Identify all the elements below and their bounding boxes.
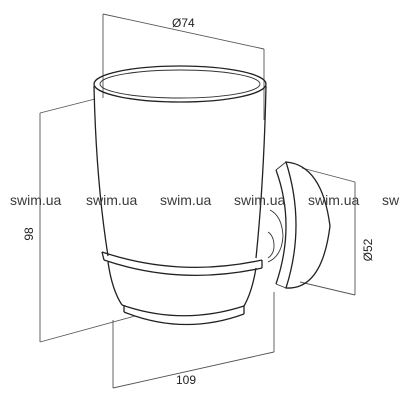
watermark-text: swim.ua	[160, 192, 212, 208]
dimension-label-rim-diameter: Ø74	[172, 16, 195, 30]
holder-ring	[101, 251, 263, 276]
tumbler-glass	[93, 65, 267, 326]
dimension-label-depth: 109	[176, 373, 196, 387]
watermark-text: swim.ua	[234, 192, 286, 208]
dimension-lines	[39, 13, 356, 389]
watermark-text: swim.ua	[86, 192, 138, 208]
watermark-row: swim.ua swim.ua swim.ua swim.ua swim.ua …	[10, 192, 400, 208]
wall-mount	[267, 161, 331, 289]
watermark-text: swim.ua	[10, 192, 62, 208]
watermark-text: swim.ua	[308, 192, 360, 208]
watermark-text: swi	[382, 192, 400, 208]
dimension-label-height: 98	[22, 227, 36, 241]
dimension-label-base-diameter: Ø52	[361, 238, 375, 261]
